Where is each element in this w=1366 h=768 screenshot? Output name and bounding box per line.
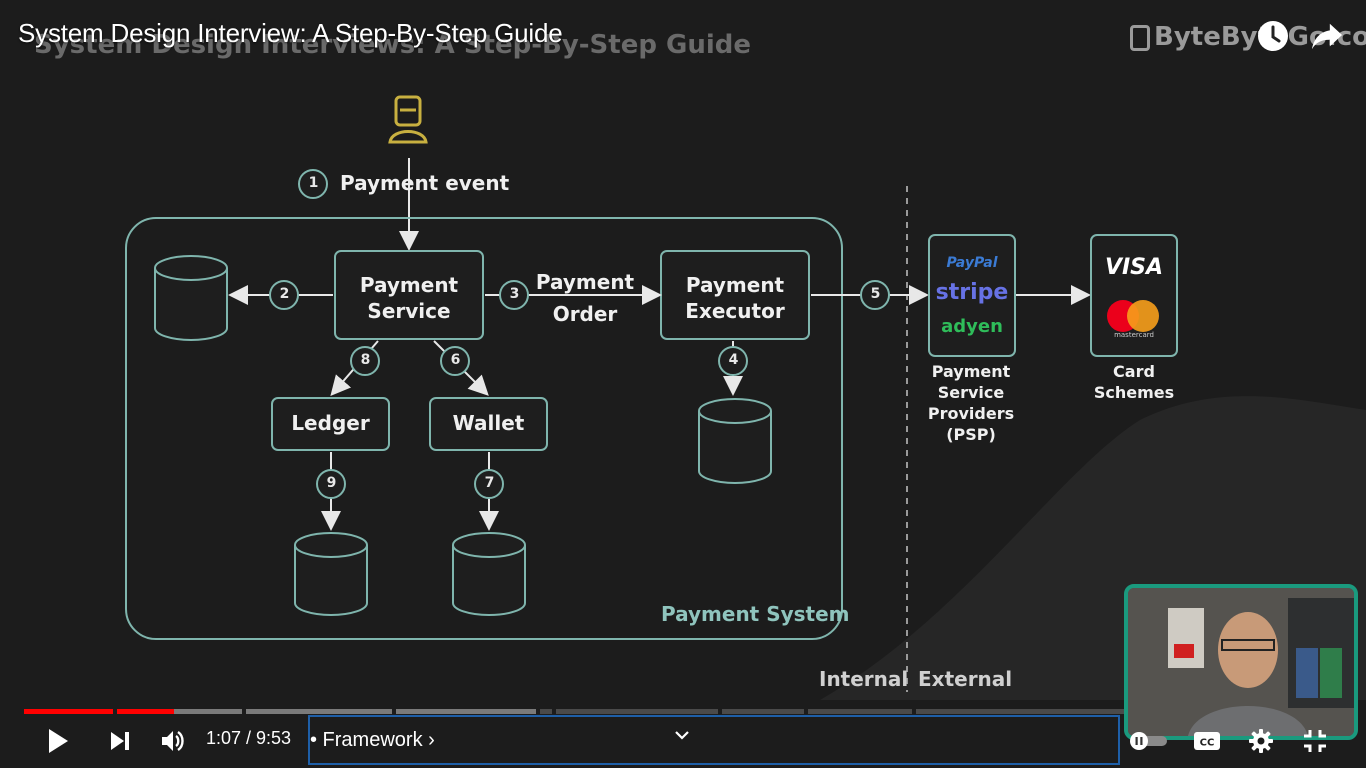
chapter-segment[interactable] [540,709,552,714]
payment-service-box [334,250,484,340]
mute-button[interactable] [158,722,190,760]
step-3-label: 3 [509,286,520,302]
chapter-arrow-icon: › [428,729,435,751]
video-title[interactable]: System Design Interview: A Step-By-Step … [18,18,563,48]
watch-later-button[interactable] [1257,20,1289,52]
step-5-label: 5 [870,286,881,302]
database-icon [294,532,368,616]
time-display: 1:07 / 9:53 [206,728,292,748]
psp-logo-card [928,234,1016,357]
step-4-label: 4 [728,352,739,368]
wallet-box [429,397,548,451]
payment-system-boundary [125,217,843,640]
database-icon [698,398,772,484]
presenter-webcam [1124,584,1358,740]
chapter-segment[interactable] [246,709,392,714]
progress-bar[interactable] [24,709,1346,714]
chapter-segment-played[interactable] [117,709,174,714]
chapter-segment[interactable] [722,709,804,714]
database-icon [452,532,526,616]
database-icons [154,255,772,616]
paypal-logo: PayPal [946,255,998,271]
next-button[interactable] [104,722,136,760]
payment-event-label: Payment event [340,171,510,195]
presenter-video-feed [1128,588,1354,736]
chapter-segment[interactable] [808,709,912,714]
autoplay-toggle[interactable] [1128,722,1172,760]
chapter-title: • Framework › [310,729,435,751]
visa-logo: VISA [1104,255,1164,280]
chapter-segment[interactable] [396,709,536,714]
share-icon [1311,23,1343,50]
step-2-label: 2 [279,286,290,302]
step-1-label: 1 [308,175,319,191]
play-button[interactable] [40,722,76,760]
volume-icon [162,731,184,751]
step-9-label: 9 [326,475,337,491]
adyen-logo: adyen [941,316,1003,337]
settings-button[interactable] [1244,722,1278,760]
external-label: External [918,667,1013,691]
database-icon [154,255,228,341]
autoplay-toggle-icon [1130,732,1167,750]
user-icon [388,95,428,144]
share-button[interactable] [1311,20,1343,52]
step-7-label: 7 [484,475,495,491]
captions-button[interactable]: CC [1190,722,1224,760]
settings-gear-icon [1249,729,1273,753]
step-6-label: 6 [450,352,461,368]
play-icon [49,729,68,753]
svg-text:CC: CC [1200,738,1215,749]
chapter-segment[interactable] [556,709,718,714]
internal-label: Internal [819,667,909,691]
payment-system-label: Payment System [661,602,850,626]
exit-fullscreen-icon [1304,730,1326,752]
ledger-node: Ledger [291,411,370,435]
exit-fullscreen-button[interactable] [1298,722,1332,760]
wallet-node: Wallet [452,411,525,435]
clock-icon [1258,21,1288,51]
bytebytego-logo-icon [1130,24,1150,51]
chapter-title-button[interactable]: • Framework › [308,715,1120,765]
next-icon [111,732,129,750]
mastercard-wordmark: mastercard [1114,331,1154,339]
chapter-segment[interactable] [916,709,1124,714]
step-8-label: 8 [360,352,371,368]
stripe-logo: stripe [935,280,1009,305]
mastercard-logo [1107,300,1159,332]
ledger-box [271,397,390,451]
captions-icon: CC [1194,732,1220,750]
slide-heading: System Design Interviews: A Step-By-Step… [34,30,752,60]
chapter-segment[interactable] [174,709,242,714]
chevron-down-icon[interactable] [674,727,690,743]
chapter-segment[interactable] [24,709,113,714]
